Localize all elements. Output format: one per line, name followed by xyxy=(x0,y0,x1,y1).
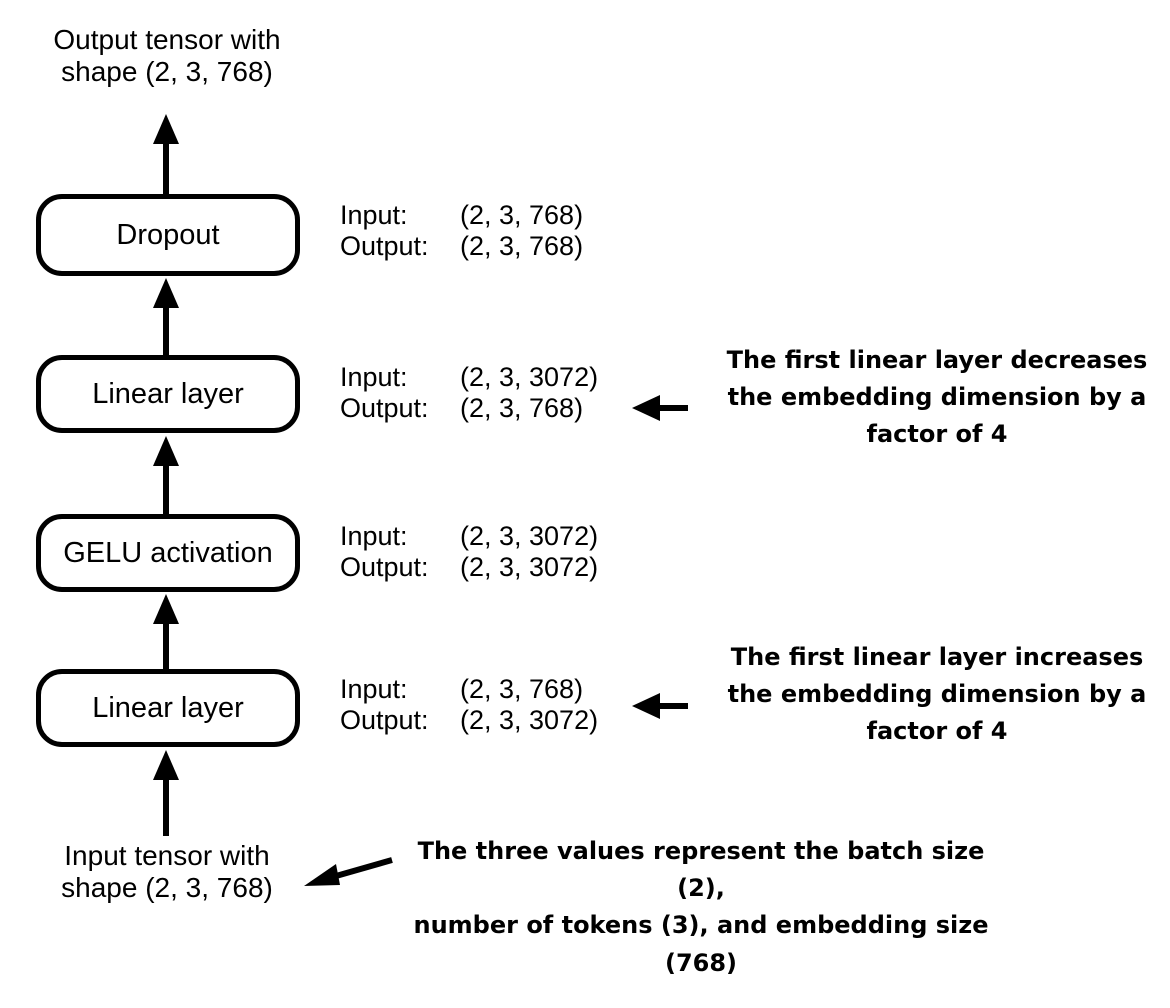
io-row-output: Output: (2, 3, 3072) xyxy=(340,552,598,583)
arrow-dropout-to-output-icon xyxy=(153,114,179,196)
io-value-input: (2, 3, 768) xyxy=(460,200,584,230)
io-key-output: Output: xyxy=(340,705,429,736)
layer-box-dropout[interactable]: Dropout xyxy=(36,194,300,276)
io-block-dropout: Input: (2, 3, 768) Output: (2, 3, 768) xyxy=(340,200,583,263)
io-key-output: Output: xyxy=(340,552,429,583)
layer-box-linear-second[interactable]: Linear layer xyxy=(36,355,300,433)
layer-box-linear-first[interactable]: Linear layer xyxy=(36,669,300,747)
io-row-input: Input: (2, 3, 3072) xyxy=(340,521,598,552)
io-block-linear-first: Input: (2, 3, 768) Output: (2, 3, 3072) xyxy=(340,674,598,737)
io-row-output: Output: (2, 3, 3072) xyxy=(340,705,598,736)
io-row-input: Input: (2, 3, 3072) xyxy=(340,362,598,393)
io-block-linear-second: Input: (2, 3, 3072) Output: (2, 3, 768) xyxy=(340,362,598,425)
io-value-output: (2, 3, 3072) xyxy=(460,705,599,736)
io-value-output: (2, 3, 768) xyxy=(460,393,584,424)
io-key-input: Input: xyxy=(340,200,408,230)
arrow-note-decrease-icon xyxy=(632,395,688,421)
io-block-gelu: Input: (2, 3, 3072) Output: (2, 3, 3072) xyxy=(340,521,598,584)
arrow-note-shape-meaning-icon xyxy=(304,857,393,886)
note-shape-meaning: The three values represent the batch siz… xyxy=(413,837,989,977)
io-value-input: (2, 3, 768) xyxy=(460,674,584,704)
layer-label-linear-first: Linear layer xyxy=(92,691,244,724)
note-decrease: The first linear layer decreases the emb… xyxy=(726,346,1148,449)
arrow-linear2-to-dropout-icon xyxy=(153,278,179,356)
io-key-input: Input: xyxy=(340,521,408,551)
io-row-output: Output: (2, 3, 768) xyxy=(340,393,598,424)
io-row-output: Output: (2, 3, 768) xyxy=(340,231,583,262)
io-key-output: Output: xyxy=(340,231,429,262)
layer-label-linear-second: Linear layer xyxy=(92,377,244,410)
arrow-note-increase-icon xyxy=(632,693,688,719)
io-value-input: (2, 3, 3072) xyxy=(460,362,599,392)
layer-box-gelu[interactable]: GELU activation xyxy=(36,514,300,592)
io-key-output: Output: xyxy=(340,393,429,424)
io-key-input: Input: xyxy=(340,674,408,704)
arrow-linear1-to-gelu-icon xyxy=(153,594,179,672)
io-value-input: (2, 3, 3072) xyxy=(460,521,599,551)
arrow-gelu-to-linear2-icon xyxy=(153,436,179,516)
io-value-output: (2, 3, 768) xyxy=(460,231,584,262)
note-increase: The first linear layer increases the emb… xyxy=(727,643,1147,746)
layer-label-gelu: GELU activation xyxy=(63,536,273,569)
io-row-input: Input: (2, 3, 768) xyxy=(340,674,598,705)
io-row-input: Input: (2, 3, 768) xyxy=(340,200,583,231)
layer-label-dropout: Dropout xyxy=(116,218,220,251)
arrow-input-to-linear1-icon xyxy=(153,750,179,836)
io-value-output: (2, 3, 3072) xyxy=(460,552,599,583)
output-tensor-caption: Output tensor with shape (2, 3, 768) xyxy=(53,24,281,87)
io-key-input: Input: xyxy=(340,362,408,392)
input-tensor-caption: Input tensor with shape (2, 3, 768) xyxy=(61,840,273,903)
